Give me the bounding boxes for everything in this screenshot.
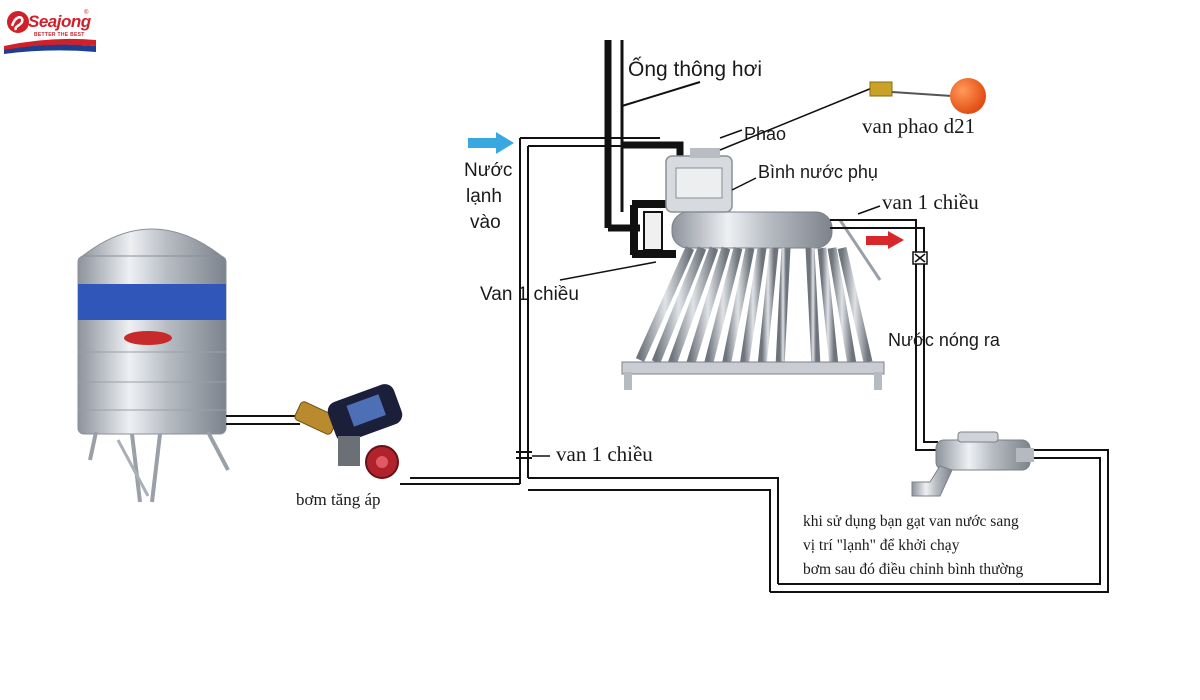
label-cold-in-1: Nước	[464, 160, 513, 181]
label-aux-tank: Bình nước phụ	[758, 162, 878, 182]
logo-mark	[4, 11, 96, 54]
float-valve	[719, 78, 986, 151]
tank-band	[78, 284, 226, 320]
label-booster-pump: bơm tăng áp	[296, 490, 381, 509]
auxiliary-tank	[665, 148, 757, 213]
label-check-valve-left: Van 1 chiều	[480, 284, 579, 305]
label-float: Phao	[744, 124, 787, 144]
label-hot-out: Nước nóng ra	[888, 330, 1000, 350]
tank-outlet-pipe	[226, 415, 300, 425]
usage-note-line-1: khi sử dụng bạn gạt van nước sang	[803, 513, 1019, 530]
brand-tagline: BETTER THE BEST	[34, 32, 85, 38]
cold-water-arrow	[468, 132, 514, 154]
hot-water-pipe	[830, 205, 938, 451]
label-check-valve-top: van 1 chiều	[882, 190, 979, 214]
cross-fitting-icon	[912, 251, 928, 265]
usage-note-line-2: vị trí "lạnh" để khởi chạy	[803, 537, 960, 554]
mixing-faucet	[911, 431, 1034, 497]
storage-water-tank	[77, 228, 230, 503]
heater-inlet-pipes	[559, 200, 676, 281]
label-cold-in-2: lạnh	[466, 186, 502, 207]
label-cold-in-3: vào	[470, 212, 501, 233]
booster-pump	[294, 384, 403, 479]
label-float-valve: van phao d21	[862, 114, 976, 138]
tank-badge	[124, 331, 172, 345]
usage-note: khi sử dụng bạn gạt van nước sang vị trí…	[803, 510, 1023, 582]
cold-water-pipe	[400, 137, 1109, 593]
registered-mark: ®	[84, 10, 89, 16]
brand-name: Seajong	[28, 12, 91, 31]
float-ball	[950, 78, 986, 114]
usage-note-line-3: bơm sau đó điều chỉnh bình thường	[803, 561, 1024, 578]
label-check-valve-bottom: van 1 chiều	[556, 442, 653, 466]
vacuum-tubes	[635, 246, 873, 368]
hot-water-arrow	[866, 231, 904, 249]
label-vent-pipe: Ống thông hơi	[628, 58, 763, 81]
solar-water-heater	[621, 211, 885, 390]
brand-logo: Seajong ® BETTER THE BEST	[4, 6, 96, 54]
